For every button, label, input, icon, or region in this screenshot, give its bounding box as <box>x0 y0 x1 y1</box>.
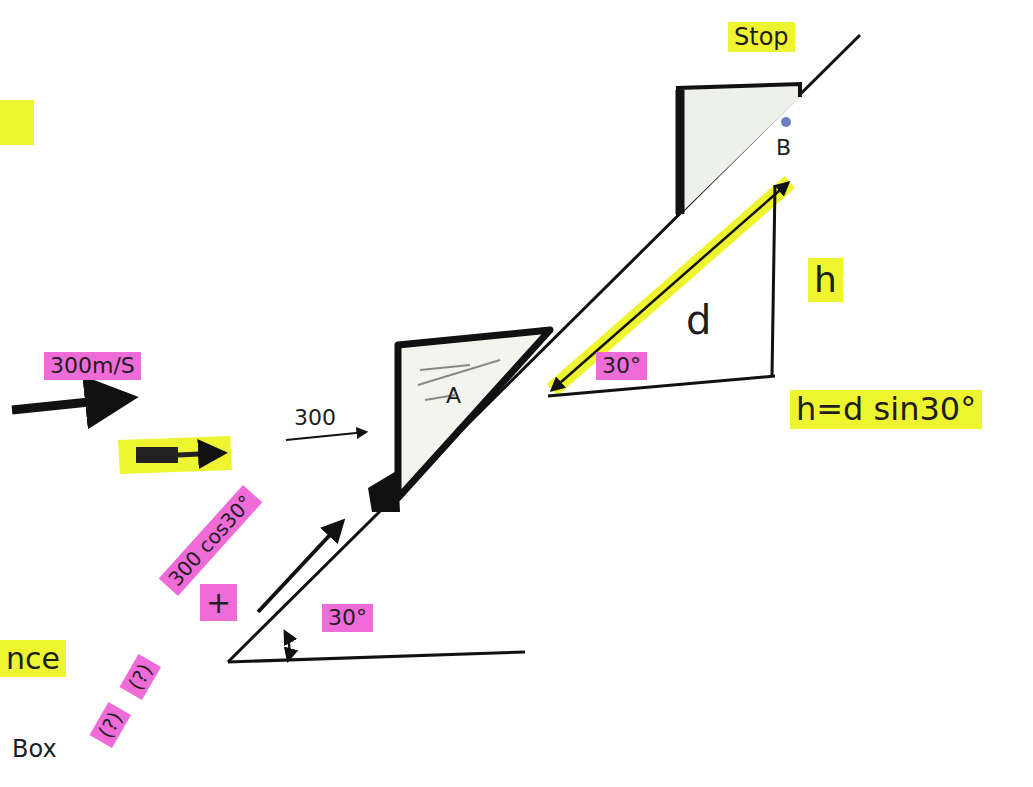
speed-label: 300m/S <box>44 352 141 380</box>
ground-line <box>228 652 525 662</box>
highlight-patch <box>118 436 232 474</box>
note-label: (?) <box>119 654 161 700</box>
cut-label: nce <box>0 640 66 677</box>
distance-label: d <box>680 296 717 344</box>
bullet-arrow <box>178 453 222 455</box>
distance-arrow <box>552 183 788 390</box>
note-label: (?) <box>89 702 131 748</box>
formula-label: h=d sin30° <box>790 390 982 429</box>
angle-label: 30° <box>596 352 647 380</box>
box-a <box>398 330 550 498</box>
box-label: A <box>440 382 467 410</box>
component-arrow <box>286 432 366 440</box>
incline-line <box>228 35 860 662</box>
point-label: B <box>770 134 797 162</box>
stop-block-edge <box>676 90 685 214</box>
highlight-patch <box>0 100 34 145</box>
stop-label: Stop <box>728 22 795 52</box>
impact-mark <box>368 470 400 512</box>
stop-block <box>678 84 800 216</box>
height-label: h <box>808 258 843 302</box>
bullet <box>136 447 178 463</box>
height-line <box>772 185 775 376</box>
point-b <box>781 117 791 127</box>
angle-label: 30° <box>322 604 373 632</box>
highlight-band <box>552 182 790 390</box>
angle-arc <box>285 632 289 660</box>
component-label: 300 cos30° <box>159 485 262 596</box>
note-label: Box <box>6 734 63 764</box>
speed-label: 300 <box>288 404 342 432</box>
velocity-arrow <box>12 398 128 410</box>
base-line <box>548 376 775 396</box>
incline-direction-arrow <box>258 522 342 612</box>
plus-sign: + <box>200 584 237 621</box>
